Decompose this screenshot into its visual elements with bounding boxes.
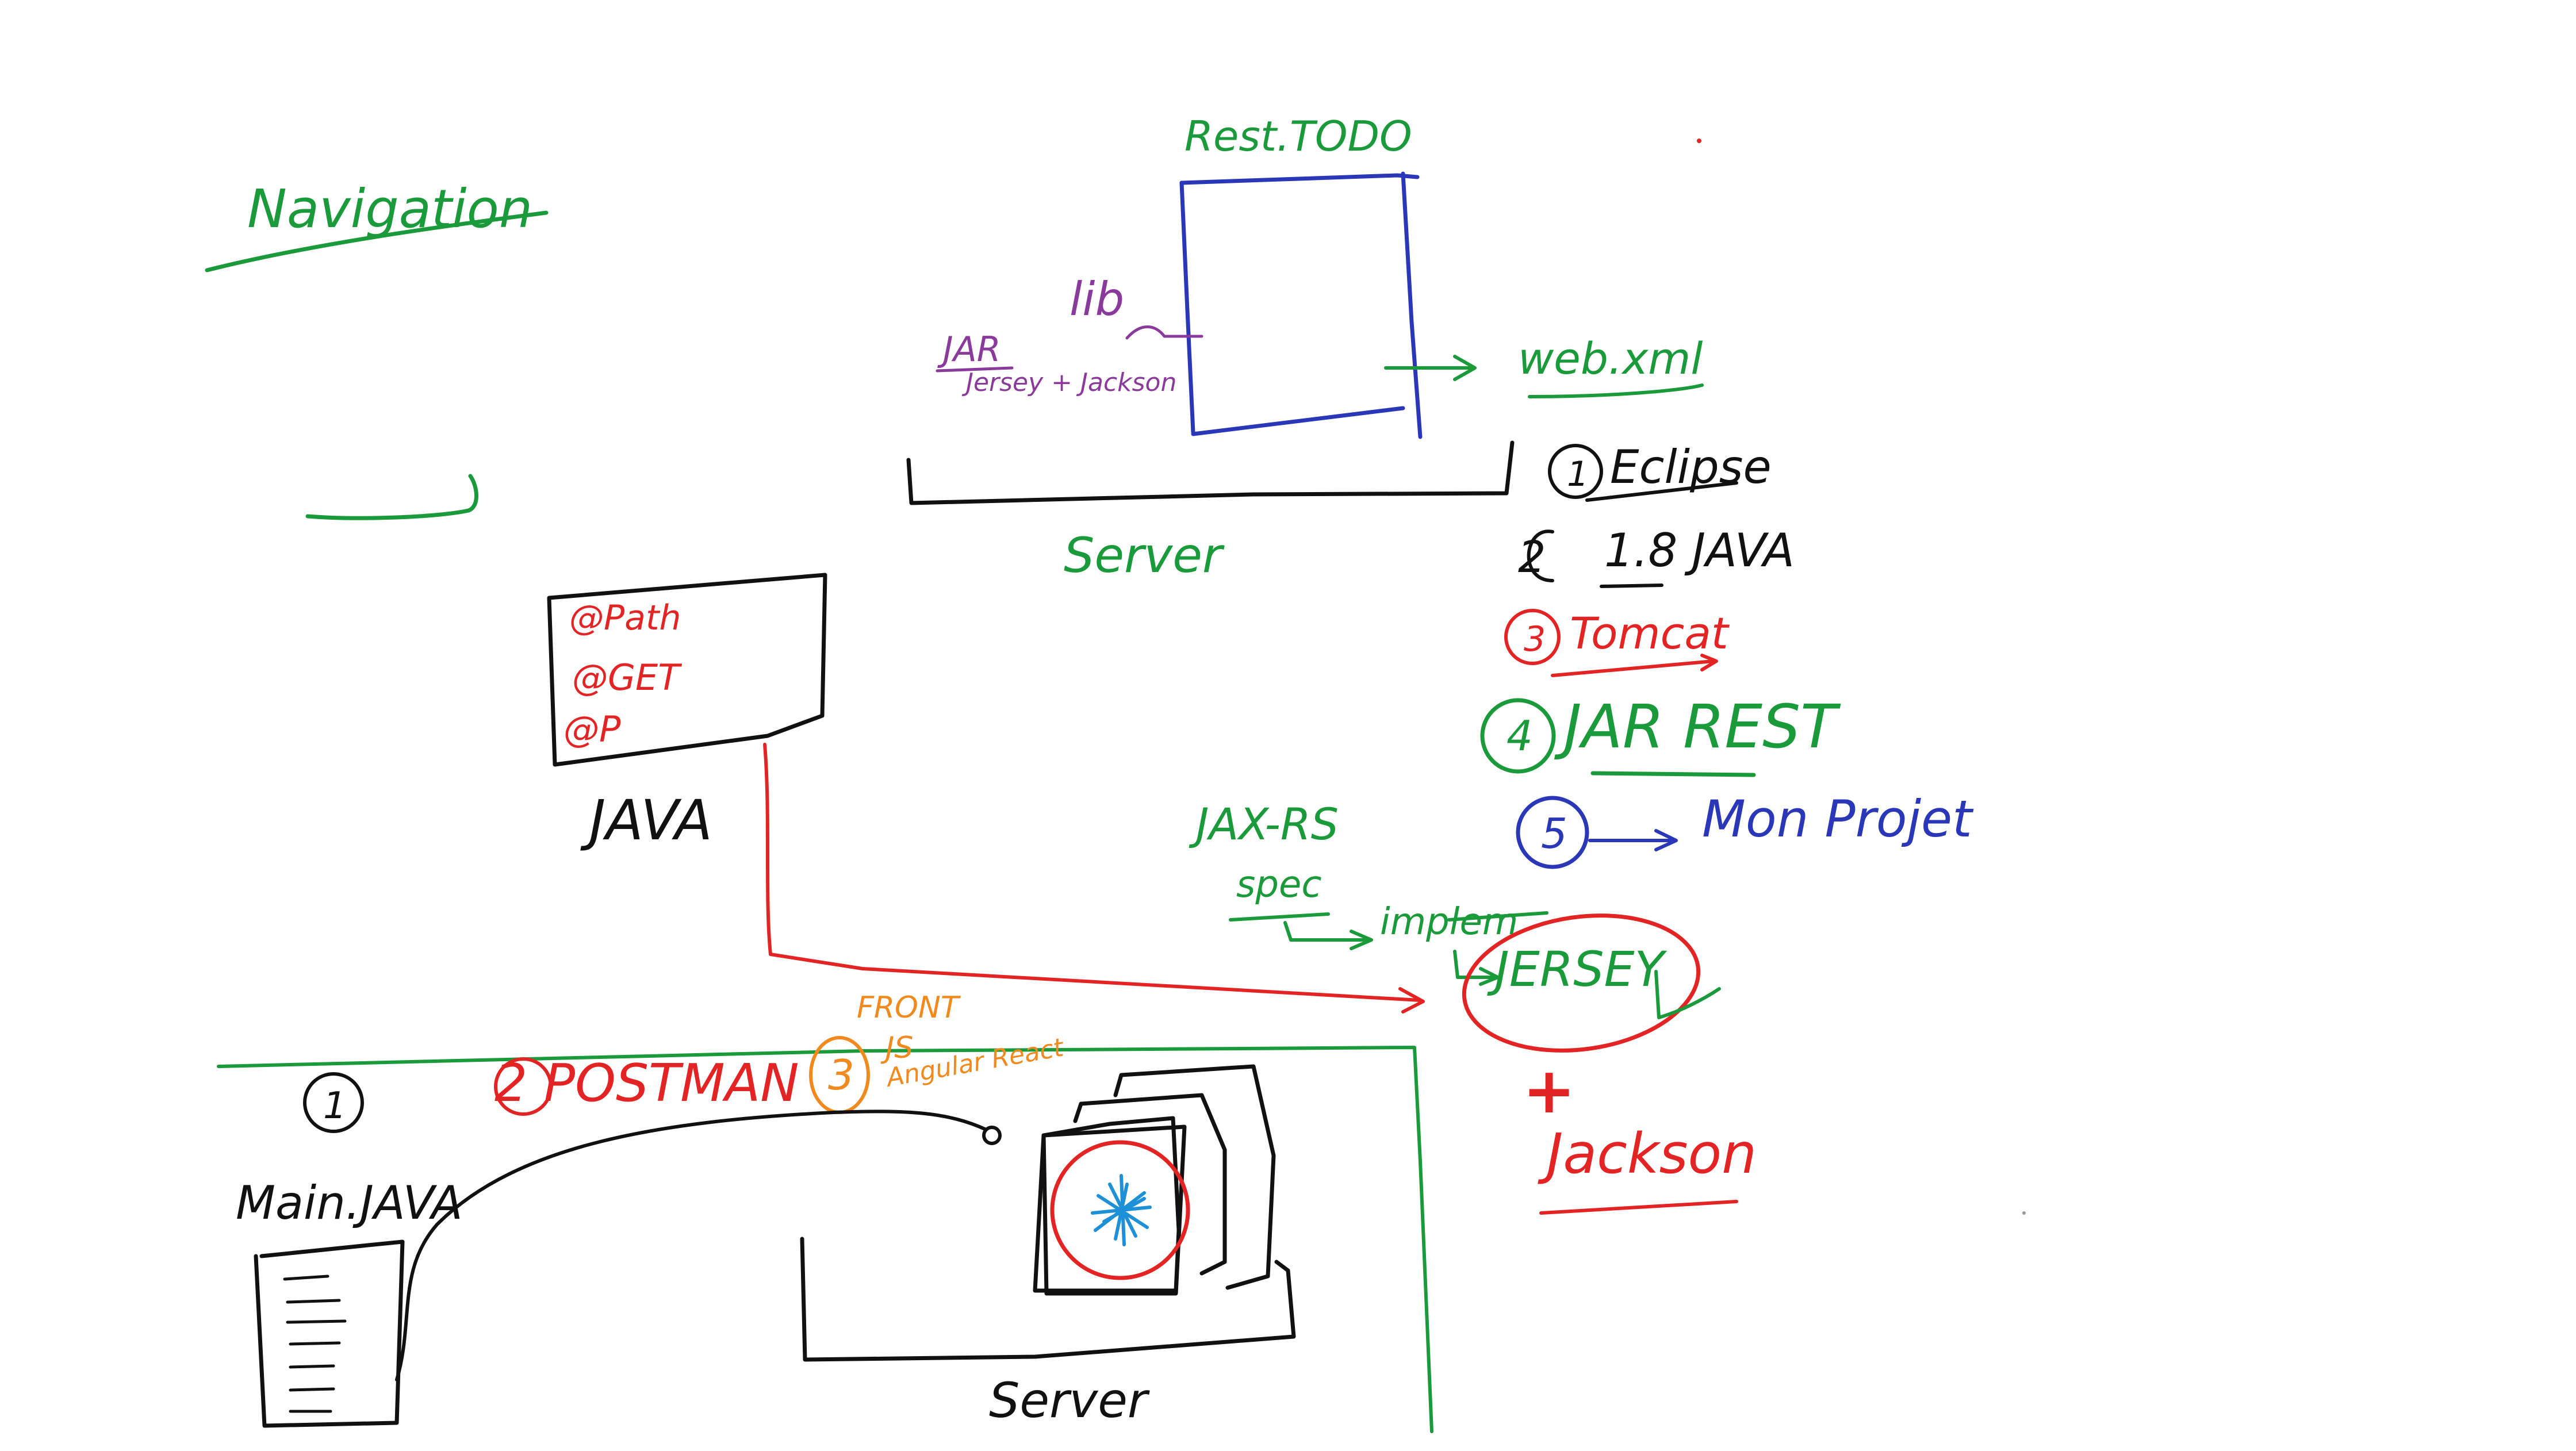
spec-label: spec [1236,863,1322,906]
front-label: FRONT [857,991,961,1025]
jar-underline [936,366,1014,373]
server-top-label: Server [1064,527,1225,584]
web-xml-label: web.xml [1518,333,1703,384]
annotation-get: @GET [572,657,682,698]
client-2-circle [494,1057,553,1116]
jersey-jackson-label: Jersey + Jackson [961,368,1176,397]
navigation-title: Navigation [247,178,532,240]
project-box-top [1179,173,1420,185]
project-box-left [1179,181,1195,435]
spec-arrow [1283,921,1373,950]
spec-underline [1229,912,1330,922]
screen-front [1041,1124,1187,1296]
client-3-number: 3 [828,1051,854,1099]
jackson-underline [1539,1200,1738,1215]
java-label: JAVA [580,788,712,853]
step-4-circle [1480,698,1556,774]
jackson-label: Jackson [1538,1122,1757,1186]
step-5-number: 5 [1541,809,1567,858]
jersey-circle [1462,913,1701,1053]
plus-sign: + [1523,1054,1575,1127]
stray-gray-dot [2022,1211,2026,1215]
client-1-circle [303,1072,364,1133]
step-4-text: JAR REST [1554,692,1841,762]
implem-arrow [1453,950,1500,986]
step-4-number: 4 [1506,712,1533,760]
web-xml-underline [1528,383,1704,398]
cyan-scribble-icon [1091,1174,1152,1246]
annotation-p: @P [564,708,621,750]
js-label: JS [880,1031,913,1065]
java-to-jersey-arrow [763,743,1425,1014]
project-box-bottom [1191,406,1405,436]
step-1-text: Eclipse [1610,440,1772,494]
project-box-right [1401,171,1423,439]
step-5-circle [1516,796,1589,869]
step-3-underline [1551,654,1718,677]
client-1-number: 1 [323,1085,347,1127]
screen-red-circle [1050,1140,1190,1280]
step-4-underline [1590,771,1756,777]
step-2-number: 2 [1518,531,1546,582]
boundary-frame [217,1046,1433,1433]
step-3-text: Tomcat [1570,608,1730,659]
server-top-bracket [906,440,1515,505]
step-1-underline [1585,481,1738,502]
step-1-circle [1548,444,1603,499]
main-java-document [254,1239,405,1428]
request-endpoint [982,1126,1002,1145]
step-5-text: Mon Projet [1702,789,1974,849]
annotation-path: @Path [569,598,681,638]
main-java-label: Main.JAVA [236,1176,463,1230]
step-2-text: 1.8 JAVA [1604,524,1795,577]
document-lines [283,1275,347,1413]
step-3-number: 3 [1524,619,1546,659]
stray-red-dot [1697,139,1701,143]
green-bracket [305,474,478,520]
navigation-underline [205,210,549,272]
java-class-box [547,573,827,767]
step-2-underline [1600,584,1663,588]
client-2-postman: 2 POSTMAN [494,1053,799,1114]
implem-underline [1447,911,1548,922]
step-1-number: 1 [1567,454,1589,494]
rest-todo-label: Rest.TODO [1184,112,1412,160]
step-3-circle [1504,609,1561,665]
server-bottom-label: Server [989,1372,1150,1429]
lib-label: lib [1070,272,1124,326]
lib-pointer [1125,325,1203,340]
implem-label: implem [1380,901,1518,943]
jersey-stroke [1654,970,1721,1019]
server-bottom-bracket [800,1237,1296,1362]
jar-label: JAR [937,329,1000,370]
screen-stack-2 [1113,1064,1276,1290]
request-curve [395,1110,988,1381]
step-5-arrow [1588,829,1678,851]
jersey-label: JERSEY [1487,941,1667,997]
jaxrs-label: JAX-RS [1189,799,1339,850]
screen-stack-1 [1073,1093,1227,1276]
step-2-circle [1527,529,1554,582]
web-xml-arrow [1384,355,1477,381]
